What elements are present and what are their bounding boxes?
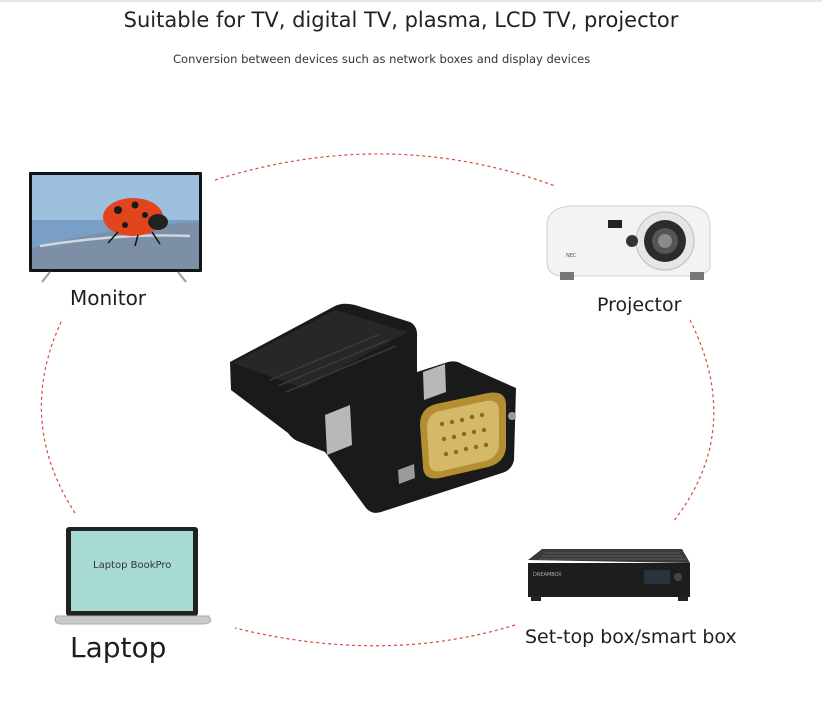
projector-device: NEC — [546, 205, 711, 280]
laptop-screen-text: Laptop BookPro — [93, 560, 172, 571]
monitor-device — [29, 172, 202, 283]
svg-text:DREAMBOX: DREAMBOX — [533, 572, 562, 578]
settop-label: Set-top box/smart box — [525, 626, 737, 648]
page-title: Suitable for TV, digital TV, plasma, LCD… — [123, 8, 679, 32]
hdmi-vga-adapter — [230, 303, 516, 513]
laptop-label: Laptop — [70, 631, 167, 664]
page-subtitle: Conversion between devices such as netwo… — [173, 52, 591, 66]
monitor-label: Monitor — [70, 286, 147, 310]
top-border — [0, 0, 822, 2]
connection-circle — [40, 153, 715, 647]
projector-label: Projector — [597, 294, 682, 316]
settop-box-device: DREAMBOX — [528, 549, 690, 601]
svg-text:NEC: NEC — [566, 253, 577, 259]
laptop-device — [54, 527, 212, 625]
